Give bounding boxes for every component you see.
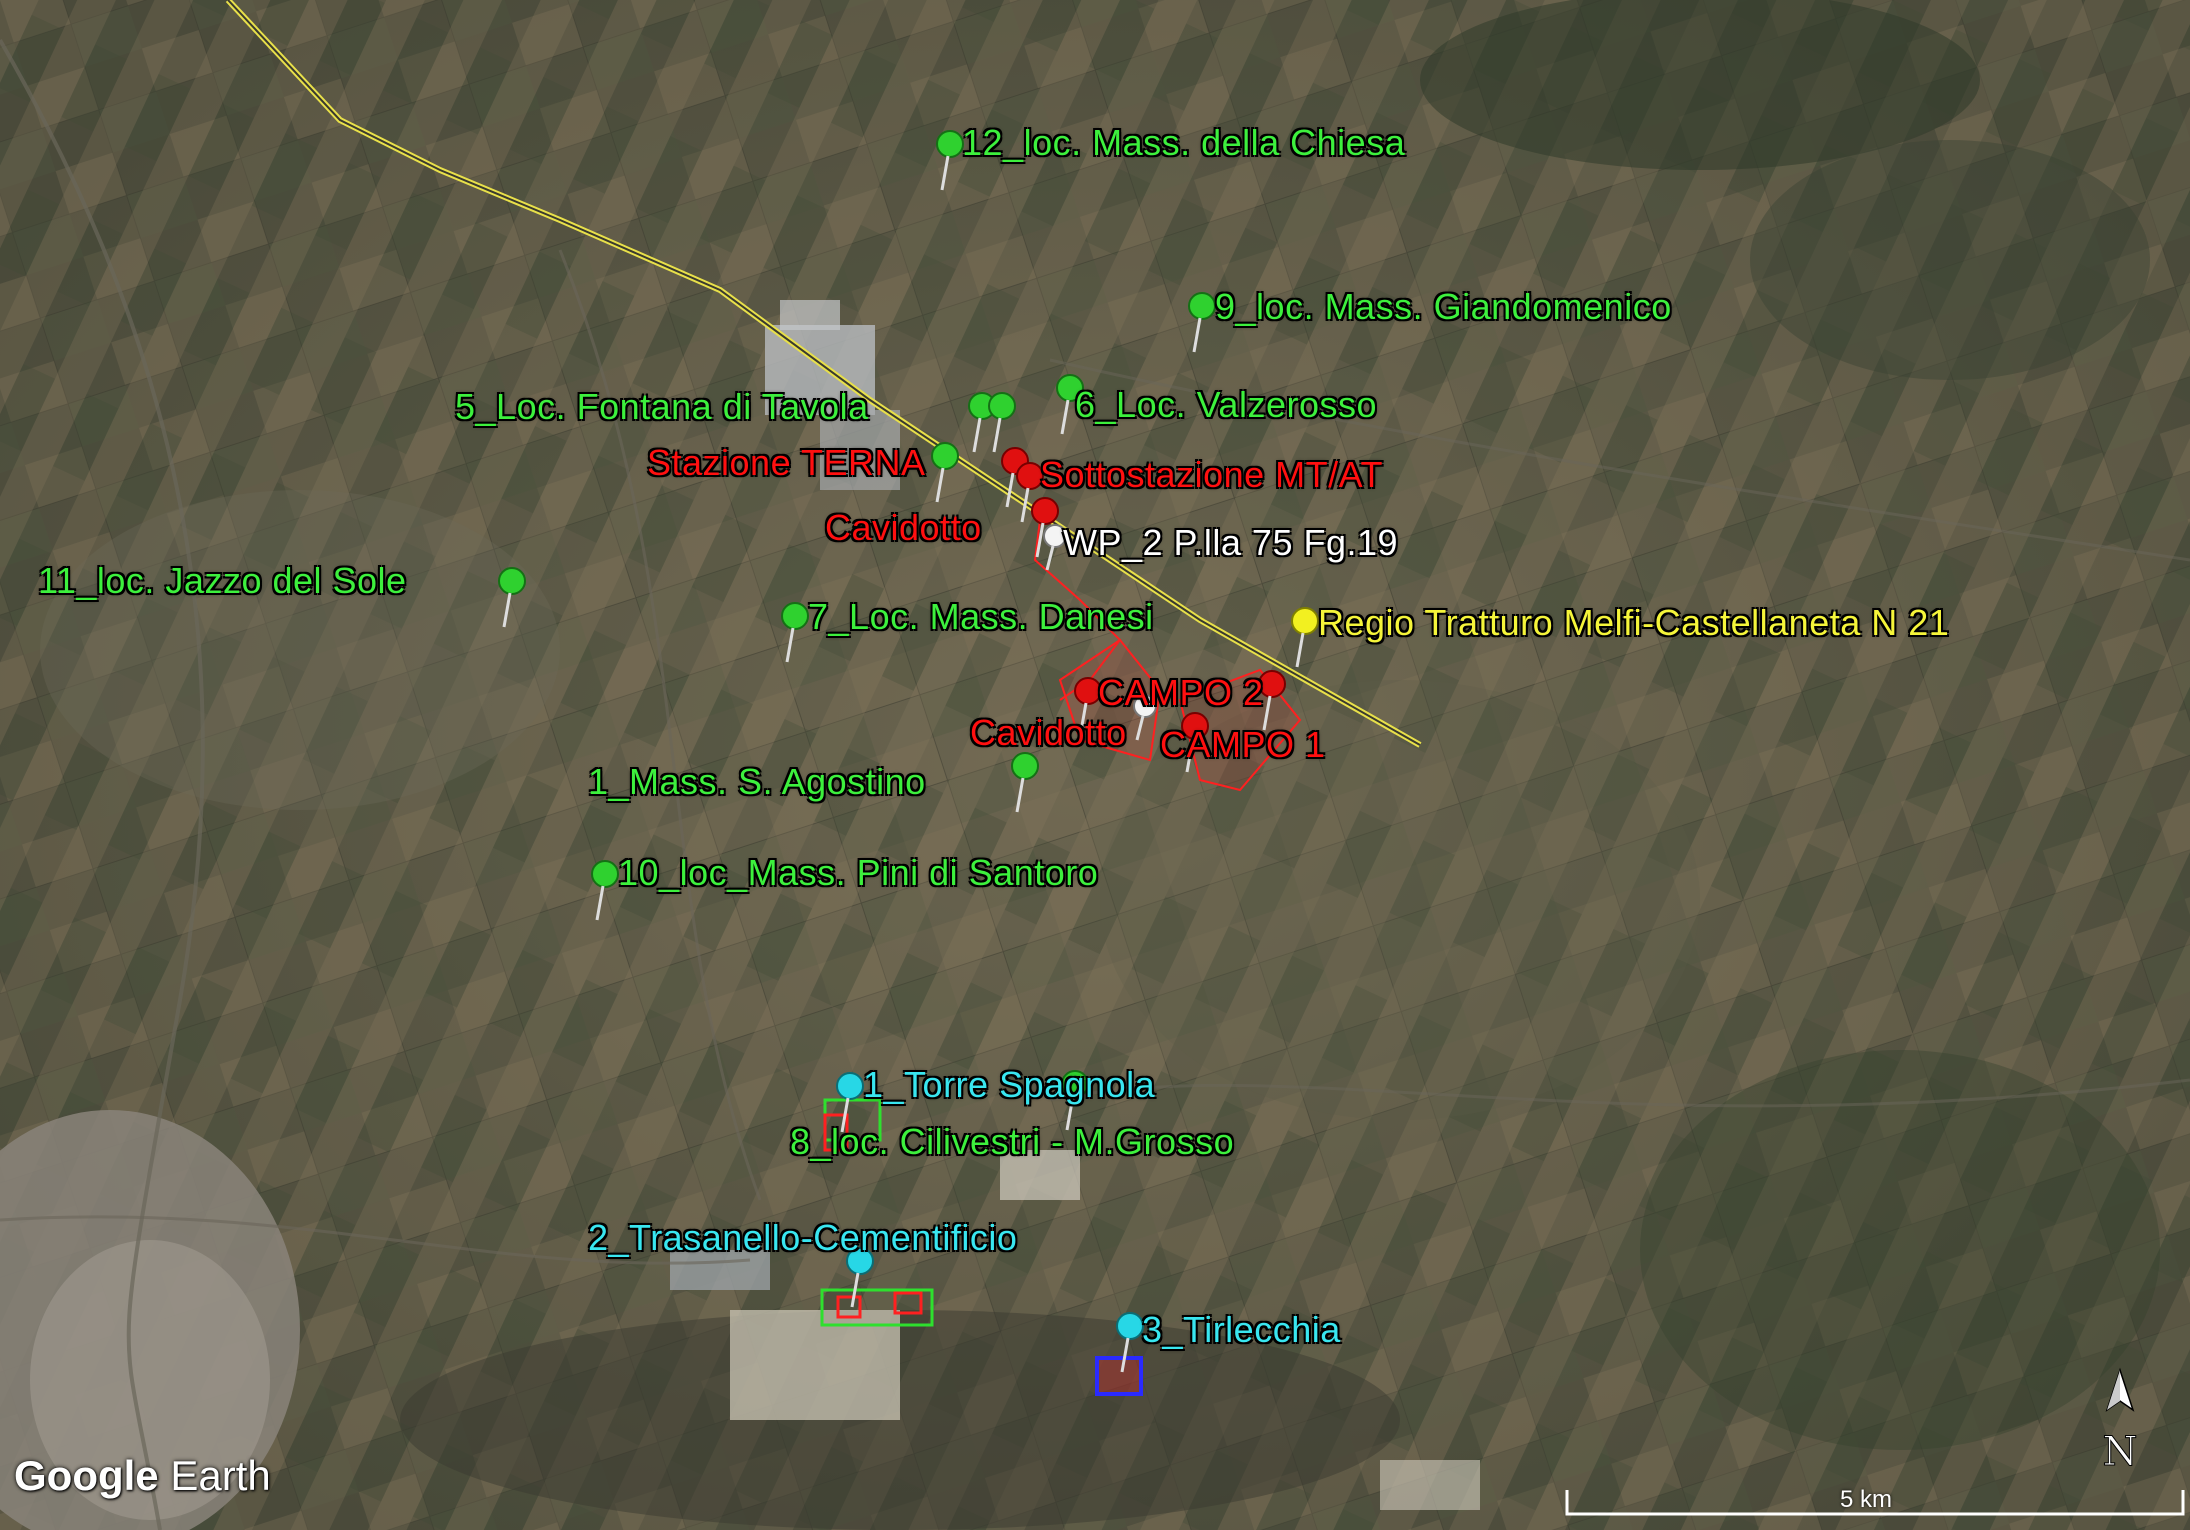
pushpin-icon[interactable] [1010,460,1050,530]
scale-label: 5 km [1840,1486,1893,1513]
placemark-label-terna[interactable]: Stazione TERNA [647,442,926,483]
pushpin-icon[interactable] [925,440,965,510]
placemark-label-tirlecchia[interactable]: 3_Tirlecchia [1142,1309,1341,1350]
google-earth-logo: Google Earth [14,1452,271,1499]
placemark-label-cavidotto-south[interactable]: Cavidotto [970,712,1127,753]
placemark-label-sottostazione[interactable]: Sottostazione MT/AT [1040,454,1383,495]
placemark-label-12[interactable]: 12_loc. Mass. della Chiesa [962,122,1406,163]
placemark-label-tratturo[interactable]: Regio Tratturo Melfi-Castellaneta N 21 [1318,602,1950,643]
pushpin-icon[interactable] [982,390,1022,460]
pushpin-icon[interactable] [775,600,815,670]
placemark-label-1-mass[interactable]: 1_Mass. S. Agostino [588,761,926,802]
pushpin-icon[interactable] [1055,1068,1095,1138]
pushpin-icon[interactable] [1125,690,1165,760]
placemark-label-6[interactable]: 6_Loc. Valzerosso [1075,384,1378,425]
pushpin-icon[interactable] [1050,372,1090,442]
placemark-label-8[interactable]: 8_loc. Cilivestri - M.Grosso [790,1121,1235,1162]
placemark-label-torre[interactable]: 1_Torre Spagnola [863,1064,1156,1105]
pushpin-icon[interactable] [492,565,532,635]
placemark-label-campo2[interactable]: CAMPO 2 [1098,672,1264,713]
placemark-label-wp2[interactable]: WP_2 P.lla 75 Fg.19 [1063,522,1399,563]
pushpin-icon[interactable] [1110,1310,1150,1380]
placemark-label-9[interactable]: 9_loc. Mass. Giandomenico [1215,286,1672,327]
placemark-label-10[interactable]: 10_loc_Mass. Pini di Santoro [618,852,1099,893]
placemark-label-7[interactable]: 7_Loc. Mass. Danesi [808,596,1154,637]
pushpin-icon[interactable] [585,858,625,928]
pushpin-icon[interactable] [1175,710,1215,780]
placemark-label-trasanello[interactable]: 2_Trasanello-Cementificio [588,1217,1018,1258]
north-label: N [2103,1429,2138,1475]
pushpin-icon[interactable] [1068,675,1108,745]
north-arrow-icon[interactable]: N [2095,1365,2145,1475]
pushpin-icon[interactable] [1005,750,1045,820]
pushpin-icon[interactable] [930,128,970,198]
placemark-label-cavidotto-north[interactable]: Cavidotto [825,507,982,548]
placemark-label-11[interactable]: 11_loc. Jazzo del Sole [38,560,407,601]
pushpin-icon[interactable] [830,1070,870,1140]
pushpin-icon[interactable] [1285,605,1325,675]
scale-bar [1565,1490,2185,1516]
placemark-label-5[interactable]: 5_Loc. Fontana di Tavola [455,386,869,427]
pushpin-icon[interactable] [1025,495,1065,565]
pushpin-icon[interactable] [840,1245,880,1315]
pushpin-icon[interactable] [1182,290,1222,360]
pushpin-icon[interactable] [1035,520,1075,590]
placemark-label-campo1[interactable]: CAMPO 1 [1160,724,1326,765]
pushpin-icon[interactable] [1252,668,1292,738]
